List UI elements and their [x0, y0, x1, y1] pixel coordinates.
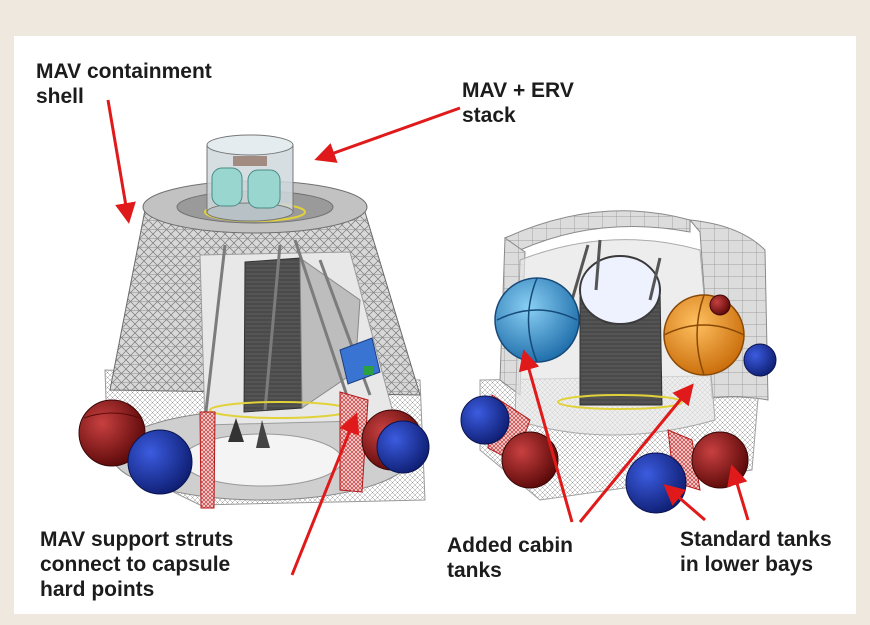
arrow-standard-tank-2 [727, 464, 750, 521]
arrow-cabin-tank-2 [578, 383, 694, 523]
arrow-support-struts [290, 412, 360, 576]
arrow-containment-shell [106, 99, 136, 224]
label-cabin-tanks: Added cabin tanks [447, 534, 574, 582]
label-standard-tanks: Standard tanks in lower bays [680, 528, 832, 576]
arrow-cabin-tank-1 [518, 349, 574, 523]
label-support-struts: MAV support struts connect to capsule ha… [40, 528, 234, 601]
label-stack: MAV + ERV stack [462, 79, 574, 127]
left-vehicle [78, 134, 430, 509]
label-containment-shell: MAV containment shell [36, 60, 212, 108]
callout-arrows [106, 99, 750, 576]
arrow-stack [314, 106, 461, 163]
right-vehicle [460, 210, 777, 514]
arrow-standard-tank-1 [663, 484, 706, 522]
